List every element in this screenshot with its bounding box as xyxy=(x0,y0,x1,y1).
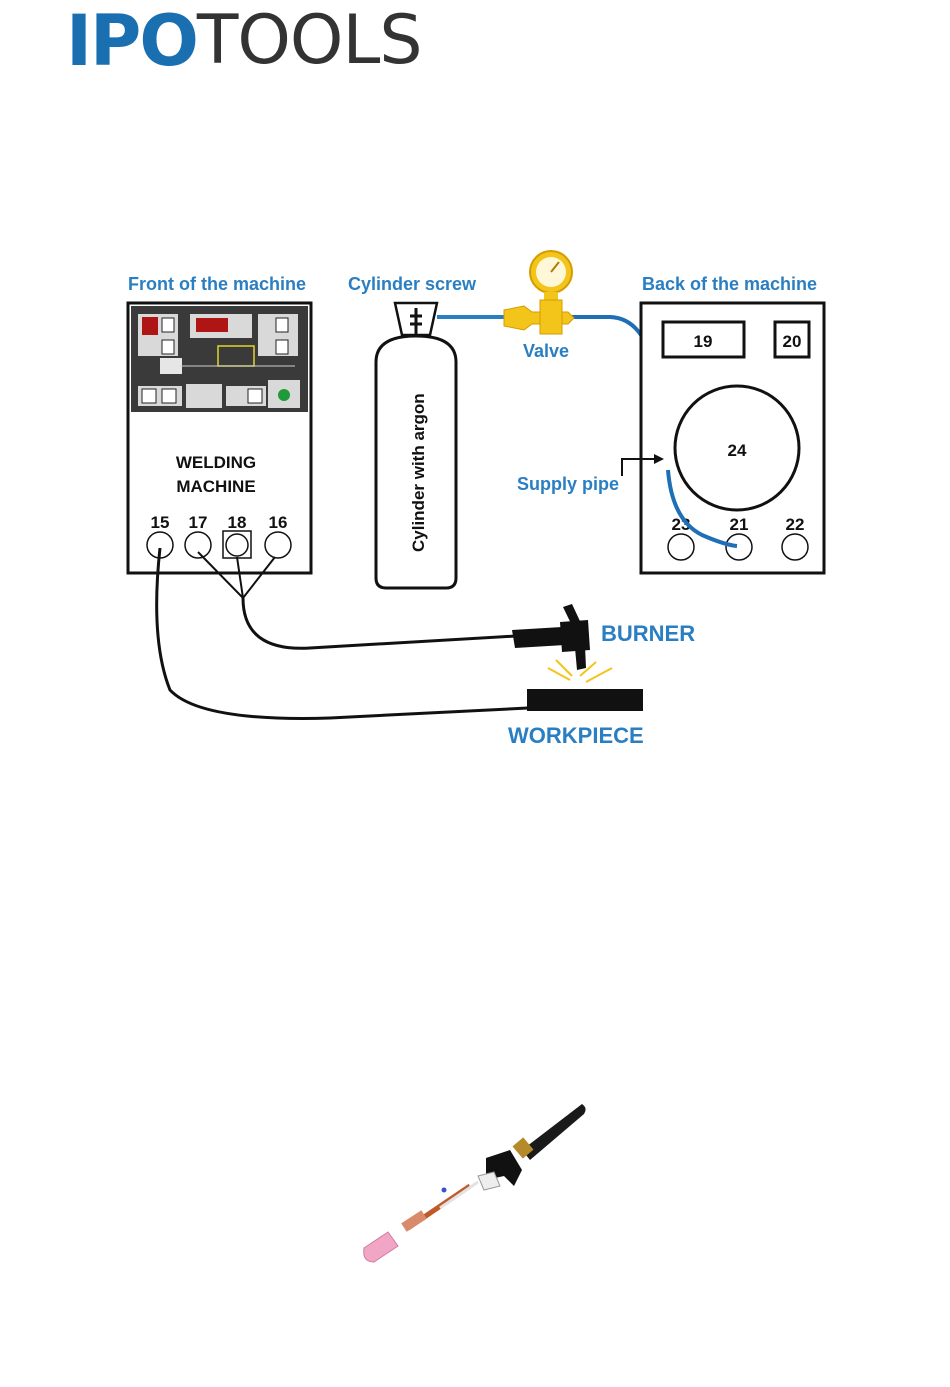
label-machine: MACHINE xyxy=(176,477,255,496)
valve-icon xyxy=(504,251,574,334)
back-port-21 xyxy=(726,534,752,560)
port-label-16: 16 xyxy=(269,513,288,532)
label-welding: WELDING xyxy=(176,453,256,472)
burner-torch-icon xyxy=(512,604,612,682)
back-label-19: 19 xyxy=(694,332,713,351)
back-port-label-21: 21 xyxy=(730,515,749,534)
port-label-15: 15 xyxy=(151,513,170,532)
label-cylinder-screw: Cylinder screw xyxy=(348,274,477,294)
label-front-of-machine: Front of the machine xyxy=(128,274,306,294)
back-label-20: 20 xyxy=(783,332,802,351)
port-18 xyxy=(226,534,248,556)
welding-machine-back: 19 20 24 23 21 22 xyxy=(641,303,824,573)
tig-torch-exploded-icon xyxy=(364,1104,586,1262)
port-label-18: 18 xyxy=(228,513,247,532)
label-valve: Valve xyxy=(523,341,569,361)
back-port-23 xyxy=(668,534,694,560)
argon-cylinder: Cylinder with argon xyxy=(376,303,456,588)
label-supply-pipe: Supply pipe xyxy=(517,474,619,494)
back-port-label-22: 22 xyxy=(786,515,805,534)
label-workpiece: WORKPIECE xyxy=(508,723,644,748)
back-label-24: 24 xyxy=(728,441,747,460)
welding-machine-front: WELDING MACHINE 15 17 18 16 xyxy=(128,303,311,573)
port-label-17: 17 xyxy=(189,513,208,532)
label-cylinder-with-argon: Cylinder with argon xyxy=(409,393,428,552)
port-16 xyxy=(265,532,291,558)
burner-cable xyxy=(243,598,516,648)
label-back-of-machine: Back of the machine xyxy=(642,274,817,294)
back-port-22 xyxy=(782,534,808,560)
label-burner: BURNER xyxy=(601,621,695,646)
workpiece-block xyxy=(527,689,643,711)
port-17 xyxy=(185,532,211,558)
